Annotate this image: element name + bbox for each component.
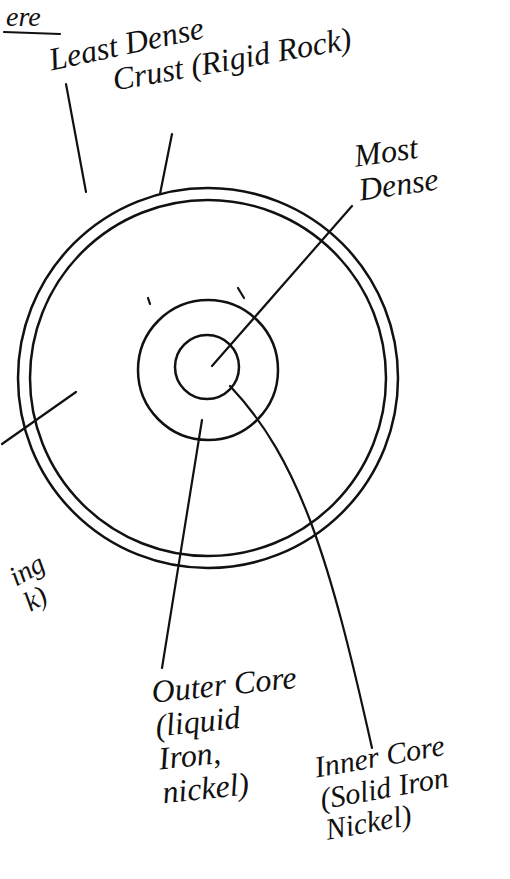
leader-line <box>2 392 76 444</box>
leader-line <box>212 206 352 366</box>
layer-label: Outer Core (liquid Iron, nickel) <box>150 660 313 809</box>
density-label: Most Dense <box>352 123 480 206</box>
layer-label: Inner Core (Solid Iron Nickel) <box>312 721 506 845</box>
leader-line <box>162 420 202 668</box>
tick-mark <box>148 298 150 304</box>
layer-label-fragment: ing k) <box>4 536 85 617</box>
underline <box>4 32 60 34</box>
page-heading-fragment: ere <box>6 2 66 31</box>
leader-line <box>66 84 86 192</box>
crust-inner-circle <box>30 200 386 556</box>
tick-mark <box>238 288 244 298</box>
leader-line <box>160 134 172 194</box>
crust-outer-circle <box>18 188 398 568</box>
